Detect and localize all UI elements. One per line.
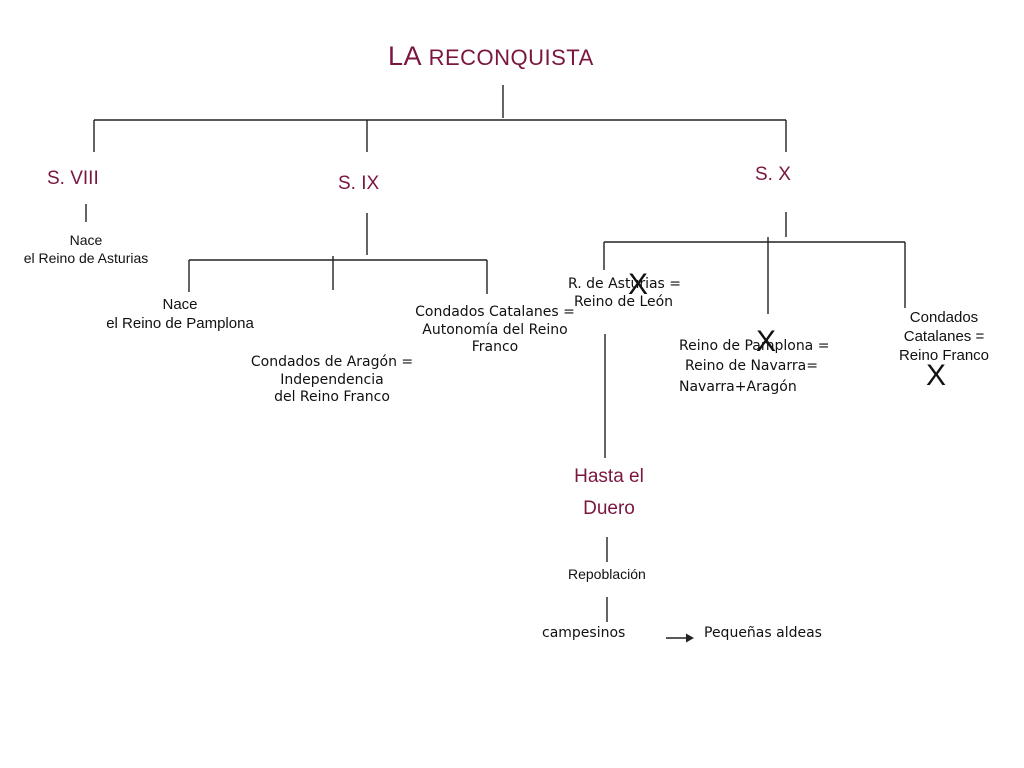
s8-line1: Nace bbox=[69, 232, 103, 248]
century-s10: S. X bbox=[755, 164, 791, 185]
s9-catalanes-note: Condados Catalanes = Autonomía del Reino… bbox=[395, 304, 595, 357]
duero-line1: Hasta el bbox=[574, 466, 644, 487]
s10-asturias-line2: Reino de León bbox=[574, 293, 674, 310]
s9-aragon-line1: Condados de Aragón = bbox=[250, 354, 414, 370]
s9-aragon-line3: del Reino Franco bbox=[274, 389, 390, 405]
campesinos-label: campesinos bbox=[542, 625, 626, 641]
s10-catalanes-line3: Reino Franco bbox=[898, 346, 990, 364]
duero-line2: Duero bbox=[583, 498, 635, 520]
cross-mark-catalanes: X bbox=[926, 359, 947, 392]
arrow-head bbox=[686, 633, 694, 643]
s10-asturias-line1: R. de Asturias = bbox=[568, 276, 682, 292]
repoblacion-label: Repoblación bbox=[568, 566, 646, 582]
s9-catalanes-line2: Autonomía del Reino bbox=[422, 321, 568, 338]
s10-catalanes-line2: Catalanes = bbox=[903, 327, 985, 345]
page-title: LA RECONQUISTA bbox=[388, 40, 594, 74]
cross-mark-asturias: X bbox=[628, 268, 649, 301]
cross-mark-pamplona: X bbox=[756, 325, 777, 358]
s8-line2: el Reino de Asturias bbox=[23, 249, 149, 266]
century-s8: S. VIII bbox=[47, 168, 99, 189]
duero-label: Hasta el Duero bbox=[548, 461, 670, 526]
s9-catalanes-line3: Franco bbox=[471, 339, 519, 355]
s10-pamplona-note: Reino de Pamplona = Reino de Navarra= Na… bbox=[679, 336, 829, 397]
s10-catalanes-line1: Condados bbox=[909, 309, 979, 326]
title-prefix: LA bbox=[388, 41, 421, 71]
s9-catalanes-line1: Condados Catalanes = bbox=[415, 304, 575, 320]
s9-aragon-line2: Independencia bbox=[280, 371, 384, 388]
s9-pamplona-line2: el Reino de Pamplona bbox=[106, 314, 254, 332]
century-s9: S. IX bbox=[338, 173, 380, 194]
title-rest: RECONQUISTA bbox=[428, 45, 594, 70]
s10-pamplona-line2: Reino de Navarra= bbox=[685, 358, 818, 375]
s9-pamplona-note: Nace el Reino de Pamplona bbox=[90, 296, 270, 334]
aldeas-label: Pequeñas aldeas bbox=[704, 625, 822, 641]
s8-asturias-note: Nace el Reino de Asturias bbox=[6, 232, 166, 267]
s10-pamplona-line1: Reino de Pamplona = bbox=[679, 338, 830, 354]
s9-aragon-note: Condados de Aragón = Independencia del R… bbox=[232, 354, 432, 407]
s10-asturias-note: R. de Asturias = Reino de León bbox=[568, 276, 681, 311]
s10-pamplona-line3: Navarra+Aragón bbox=[679, 378, 797, 395]
s10-catalanes-note: Condados Catalanes = Reino Franco bbox=[878, 309, 1010, 365]
s9-pamplona-line1: Nace bbox=[162, 296, 198, 313]
